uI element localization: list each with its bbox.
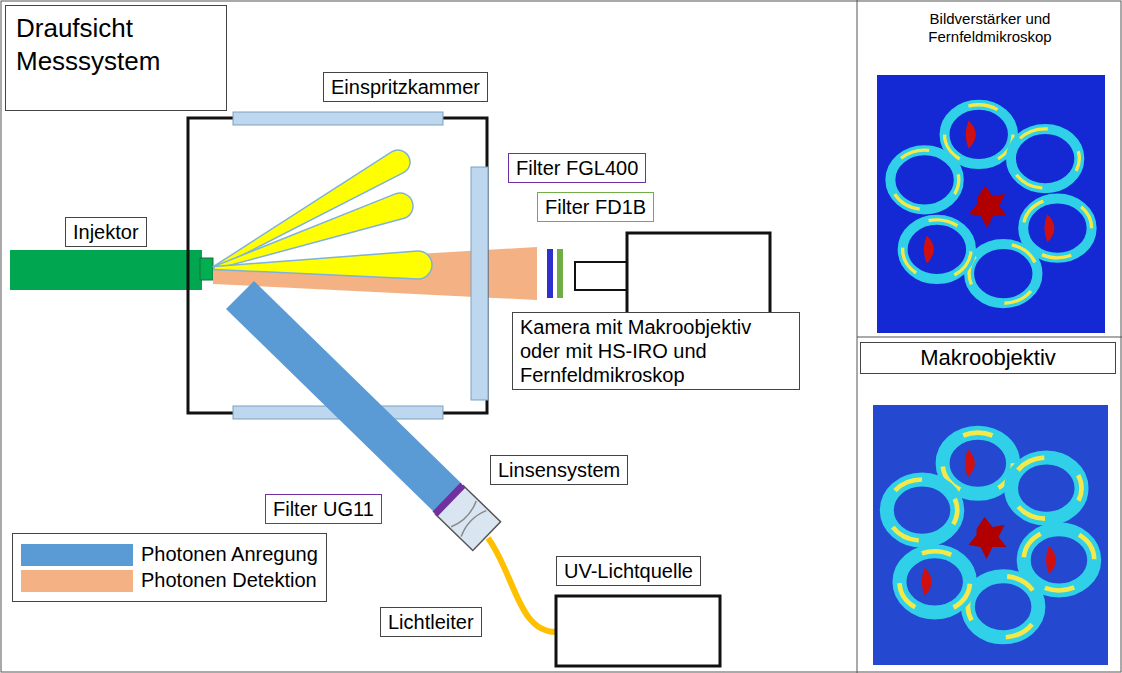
label-box: Injektor: [65, 217, 147, 247]
injector-body: [10, 250, 202, 290]
spray-ring-core: [903, 220, 971, 279]
filter-plate: [557, 249, 563, 298]
spray-ring-core: [899, 551, 970, 612]
hot-spot: [1044, 214, 1054, 242]
lens-housing: [435, 486, 500, 551]
label-text: Bildverstärker und Fernfeldmikroskop: [875, 10, 1105, 46]
light-guide: [488, 538, 556, 632]
label-text: Filter UG11: [273, 497, 374, 521]
spray-ring-core: [945, 105, 1013, 164]
spray-ring-core: [887, 480, 958, 541]
label-box: Linsensystem: [490, 455, 628, 485]
label-box: Makroobjektiv: [860, 342, 1116, 374]
spray-ring-core: [890, 150, 958, 209]
uv-light-source: [556, 596, 720, 666]
chamber-window: [471, 167, 488, 400]
spray-ring: [1011, 129, 1079, 188]
label-text: Filter FGL400: [516, 156, 638, 180]
legend-swatch: [21, 570, 133, 592]
lens-element: [451, 501, 479, 530]
label-box: Filter FGL400: [508, 153, 646, 183]
spray-ring: [903, 220, 971, 279]
filter-plate: [433, 483, 466, 517]
label-text: Einspritzkammer: [331, 75, 480, 99]
hot-spot: [1046, 546, 1056, 574]
legend-text: Photonen Detektion: [141, 569, 317, 592]
hot-spot: [969, 186, 1007, 228]
label-box: Filter UG11: [265, 494, 382, 524]
spray-ring: [1023, 199, 1091, 258]
chamber-window: [233, 112, 443, 125]
label-box: Lichtleiter: [380, 607, 482, 637]
legend-text: Photonen Anregung: [141, 543, 318, 566]
spray-ring: [890, 150, 958, 209]
divider-line: [857, 337, 1122, 338]
spray-ring-core: [943, 433, 1014, 494]
spray-ring: [899, 551, 970, 612]
label-text: UV-Lichtquelle: [564, 559, 693, 583]
injector-nozzle: [200, 258, 213, 280]
label-box: Filter FD1B: [537, 192, 654, 222]
spray-ring: [969, 244, 1037, 303]
spray-ring-core: [969, 244, 1037, 303]
spray-ring-core: [968, 576, 1039, 637]
label-text: Filter FD1B: [545, 195, 646, 219]
spray-ring-core: [1011, 129, 1079, 188]
camera-body: [627, 233, 770, 321]
image-ground: [873, 405, 1108, 665]
filter-plate: [547, 249, 553, 298]
legend: Photonen AnregungPhotonen Detektion: [12, 533, 327, 602]
diagram-title: Draufsicht Messsystem: [5, 5, 227, 111]
spray-plume: [214, 251, 432, 282]
fluorescence-image: [873, 405, 1108, 665]
fluorescence-image: [877, 75, 1105, 333]
hot-spot: [969, 517, 1007, 559]
excitation-beam: [226, 281, 462, 512]
lens-system: [433, 483, 501, 551]
image-caption: Bildverstärker und Fernfeldmikroskop: [868, 8, 1112, 48]
spray-ring-core: [1023, 199, 1091, 258]
legend-item: Photonen Anregung: [21, 543, 318, 566]
hot-spot: [922, 568, 932, 596]
image-ground: [877, 75, 1105, 333]
legend-item: Photonen Detektion: [21, 569, 318, 592]
label-text: Kamera mit Makroobjektiv oder mit HS-IRO…: [520, 315, 792, 387]
label-text: Injektor: [73, 220, 139, 244]
label-box: UV-Lichtquelle: [556, 556, 701, 586]
spray-ring: [1024, 529, 1095, 590]
legend-swatch: [21, 544, 133, 566]
spray-ring-core: [1024, 529, 1095, 590]
lens-element: [458, 508, 486, 537]
spray-ring: [945, 105, 1013, 164]
spray-ring: [943, 433, 1014, 494]
camera-lens: [575, 262, 627, 290]
spray-ring: [887, 480, 958, 541]
label-text: Lichtleiter: [388, 610, 474, 634]
spray-ring: [1011, 458, 1082, 519]
hot-spot: [924, 235, 934, 263]
spray-ring: [968, 576, 1039, 637]
label-box: Einspritzkammer: [323, 72, 488, 102]
spray-ring-core: [1011, 458, 1082, 519]
label-text: Linsensystem: [498, 458, 620, 482]
hot-spot: [965, 449, 975, 477]
hot-spot: [966, 120, 976, 148]
label-text: Makroobjektiv: [868, 345, 1108, 371]
label-box: Kamera mit Makroobjektiv oder mit HS-IRO…: [512, 312, 800, 390]
